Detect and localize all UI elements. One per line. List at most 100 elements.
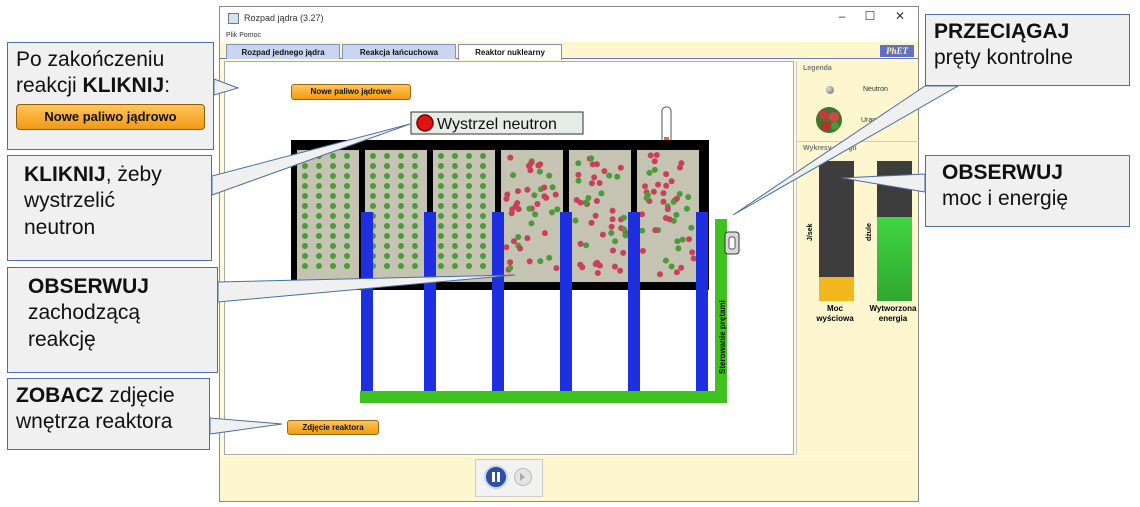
nucleus <box>398 233 404 239</box>
control-rod[interactable] <box>696 212 708 392</box>
nucleus <box>673 211 680 218</box>
nucleus <box>384 233 390 239</box>
control-rod[interactable] <box>424 212 436 392</box>
nucleus <box>577 199 584 206</box>
nucleus <box>480 233 486 239</box>
nucleus <box>612 238 619 245</box>
pause-button[interactable] <box>484 465 508 489</box>
nucleus <box>508 210 515 217</box>
nucleus <box>466 203 472 209</box>
energy-graph-label: Wytworzona energia <box>861 304 925 324</box>
nucleus <box>384 223 390 229</box>
nucleus <box>316 203 322 209</box>
new-fuel-button[interactable]: Nowe paliwo jądrowe <box>291 84 411 100</box>
nucleus <box>452 263 458 269</box>
step-button[interactable] <box>514 468 532 486</box>
control-rod[interactable] <box>628 212 640 392</box>
close-icon[interactable]: ✕ <box>894 9 906 23</box>
nucleus <box>532 211 539 218</box>
nucleus <box>515 188 521 195</box>
nucleus <box>398 213 404 219</box>
tab-nuclear-reactor[interactable]: Reaktor nuklearny <box>458 44 562 60</box>
nucleus <box>370 193 376 199</box>
nucleus <box>510 172 517 179</box>
nucleus <box>526 258 533 265</box>
nucleus <box>316 253 322 259</box>
nucleus <box>412 193 418 199</box>
nucleus <box>688 224 695 231</box>
maximize-icon[interactable]: ☐ <box>864 9 876 23</box>
nucleus <box>689 249 696 256</box>
nucleus <box>575 171 582 178</box>
nucleus <box>575 160 582 167</box>
nucleus <box>664 206 671 213</box>
control-rod[interactable] <box>560 212 572 392</box>
nucleus <box>330 243 336 249</box>
nucleus <box>593 198 600 204</box>
minimize-icon[interactable]: – <box>838 9 846 23</box>
nucleus <box>541 184 548 191</box>
nucleus <box>438 213 444 219</box>
control-rods-label: Sterowanie prętami <box>718 300 727 374</box>
tab-chain-reaction[interactable]: Reakcja łańcuchowa <box>342 44 456 59</box>
nucleus <box>330 173 336 179</box>
nucleus <box>608 223 615 230</box>
nucleus <box>673 195 680 202</box>
app-window: Rozpad jądra (3.27) – ☐ ✕ Plik Pomoc Roz… <box>219 6 919 502</box>
nucleus <box>398 193 404 199</box>
control-rod-frame-side[interactable] <box>715 219 727 403</box>
nucleus <box>598 190 605 197</box>
callout-observe-power-line1: OBSERWUJ <box>942 161 1063 184</box>
nucleus <box>384 173 390 179</box>
nucleus <box>438 243 444 249</box>
control-rod-handle[interactable] <box>724 231 740 255</box>
nucleus <box>686 236 693 243</box>
control-rod-frame-bottom[interactable] <box>360 391 722 403</box>
nucleus <box>651 158 658 165</box>
nucleus <box>480 203 486 209</box>
nucleus <box>466 193 472 199</box>
nucleus <box>515 234 522 240</box>
reactor-photo-button[interactable]: Zdjęcie reaktora <box>287 420 379 435</box>
nucleus <box>344 253 350 259</box>
nucleus <box>588 219 595 226</box>
panel-divider <box>797 141 919 142</box>
nucleus <box>466 213 472 219</box>
nucleus <box>344 153 350 159</box>
nucleus <box>524 186 531 193</box>
nucleus <box>412 223 418 229</box>
nucleus <box>639 227 646 234</box>
nucleus <box>517 245 524 252</box>
energy-unit: dżule <box>866 223 873 241</box>
nucleus <box>480 183 486 189</box>
nucleus <box>330 163 336 169</box>
nucleus <box>572 217 579 224</box>
nucleus <box>370 183 376 189</box>
callout-observe-reaction-line1: OBSERWUJ <box>28 275 149 298</box>
nucleus <box>599 231 606 238</box>
nucleus <box>480 163 486 169</box>
nucleus <box>541 193 548 200</box>
nucleus <box>610 247 616 254</box>
callout-observe-reaction: OBSERWUJ zachodzącą reakcję <box>7 267 218 373</box>
menu-bar[interactable]: Plik Pomoc <box>220 29 918 42</box>
control-rod[interactable] <box>361 212 373 392</box>
java-app-icon <box>228 12 239 24</box>
nucleus <box>316 173 322 179</box>
nucleus <box>683 205 690 212</box>
nucleus <box>546 172 553 179</box>
nucleus <box>541 230 548 237</box>
nucleus <box>514 200 521 206</box>
control-rod[interactable] <box>492 212 504 392</box>
legend-neutron-label: Neutron <box>863 86 888 93</box>
nucleus <box>592 212 599 219</box>
nucleus <box>579 264 586 271</box>
fire-neutron-button[interactable]: Wystrzel neutron <box>410 111 584 135</box>
nucleus <box>528 159 535 166</box>
nucleus <box>608 230 615 236</box>
nucleus <box>438 163 444 169</box>
nucleus <box>674 238 681 245</box>
nucleus <box>678 160 685 167</box>
tab-single-nucleus[interactable]: Rozpad jednego jądra <box>226 44 340 59</box>
reactor-chamber <box>569 150 631 282</box>
